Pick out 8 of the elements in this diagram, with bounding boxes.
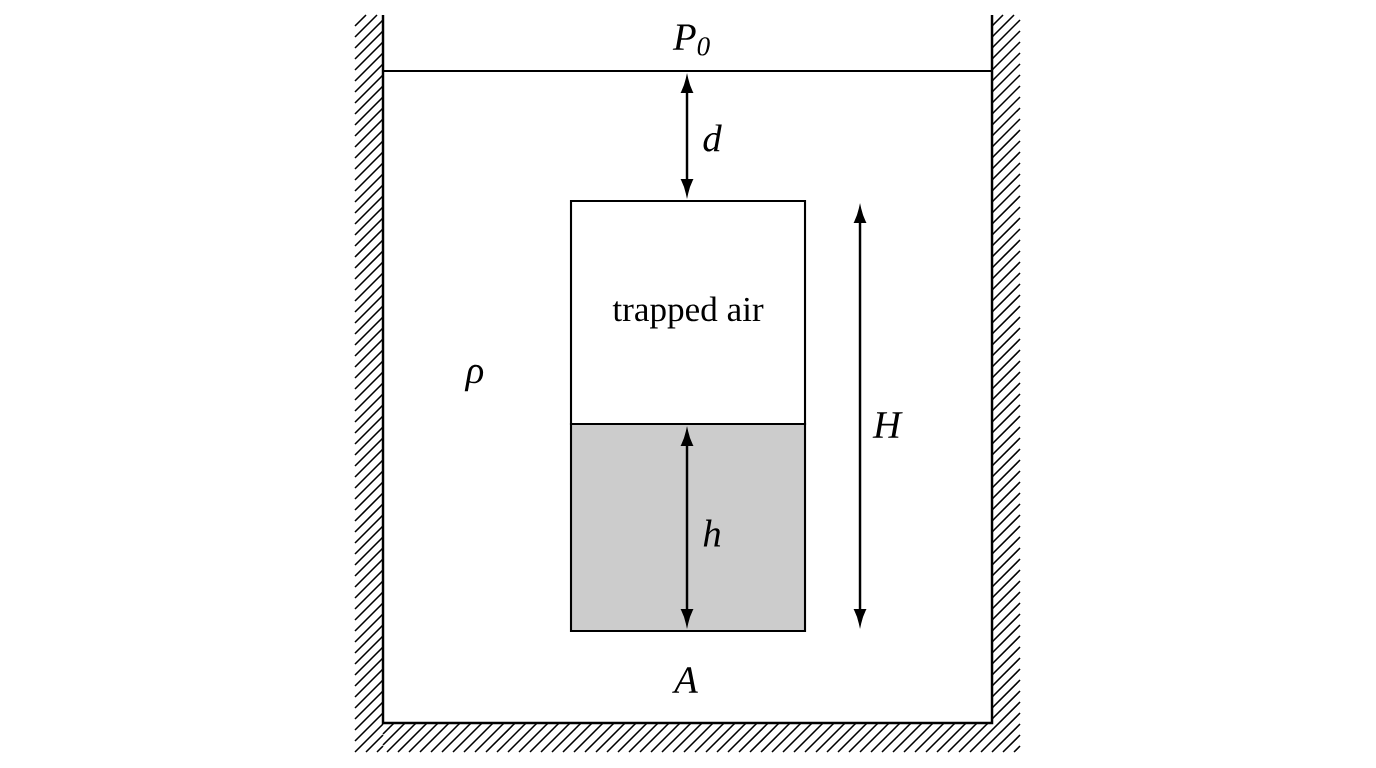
pressure-label: P$_{0}$	[672, 24, 710, 56]
dimension-label: h	[703, 519, 721, 547]
dimension-label: d	[703, 124, 722, 152]
density-label: ρ	[464, 364, 484, 392]
dimension-label: H	[872, 412, 903, 438]
water-column-box	[569, 422, 807, 633]
area-label: A	[672, 667, 698, 693]
air-chamber-box: trapped air	[569, 199, 807, 426]
